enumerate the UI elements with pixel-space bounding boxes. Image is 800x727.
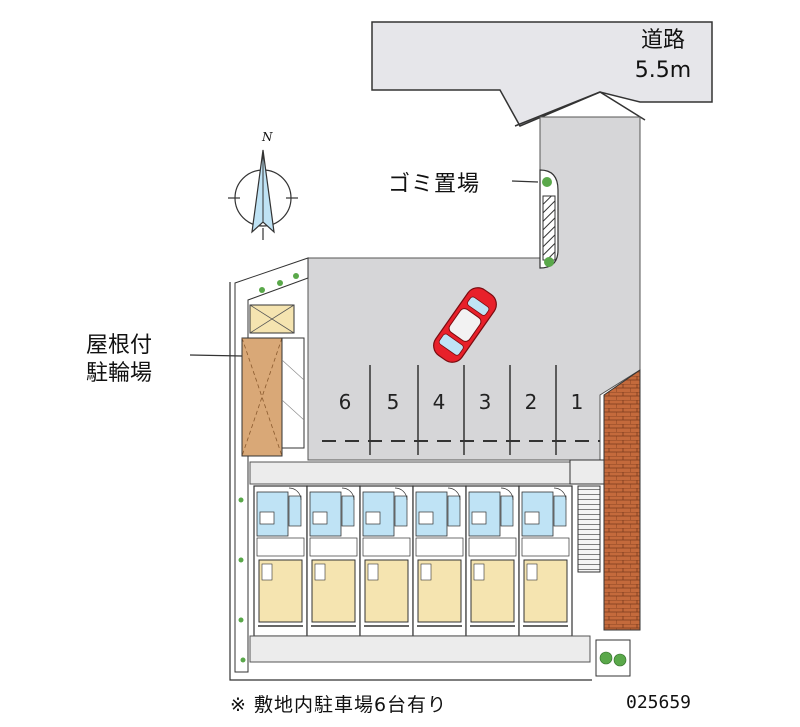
road-name: 道路 [640,28,685,53]
unit-kitchen [288,495,302,527]
bike-parking-label: 屋根付 駐輪場 [86,332,152,388]
bike-parking-shed [241,304,305,457]
property-code: 025659 [626,692,692,713]
road-label: 道路 5.5m [618,26,708,86]
unit-hall [362,537,411,557]
road-width: 5.5m [634,58,692,83]
bike-leader-line [189,354,243,357]
unit-toilet [259,511,275,525]
unit-door-swing [553,487,567,501]
unit-kitchen [553,495,567,527]
unit-door-swing [500,487,514,501]
garbage-station-label: ゴミ置場 [388,172,481,197]
bike-parking-label-line2: 駐輪場 [86,361,153,386]
stair-landing [569,459,605,485]
unit-kitchen [341,495,355,527]
lot-boundary [229,282,592,681]
building-walkway [249,461,603,485]
unit-closet [314,563,326,581]
parking-stall-number: 5 [386,390,400,414]
unit-toilet [365,511,381,525]
garbage-leader-line [511,180,539,183]
unit-door-swing [341,487,355,501]
unit-toilet [312,511,328,525]
unit-door-swing [394,487,408,501]
unit-hall [521,537,570,557]
unit-living-room [364,559,409,623]
garbage-station [539,169,559,269]
greenery-dots [238,273,299,663]
unit-closet [526,563,538,581]
unit-kitchen [500,495,514,527]
bike-parking-label-line1: 屋根付 [86,333,153,358]
parking-stall-number: 2 [524,390,538,414]
parking-stall-number: 1 [570,390,584,414]
compass-north-label: N [262,130,273,144]
parking-stall-number: 6 [338,390,352,414]
staircase [577,485,601,573]
brick-wall [603,369,641,631]
unit-toilet [418,511,434,525]
unit-closet [420,563,432,581]
unit-door-swing [447,487,461,501]
parking-footnote: ※ 敷地内駐車場6台有り [230,694,448,716]
unit-closet [367,563,379,581]
apartment-building [253,485,573,637]
unit-closet [473,563,485,581]
unit-hall [468,537,517,557]
southeast-planter [595,639,631,677]
unit-hall [256,537,305,557]
unit-toilet [524,511,540,525]
west-greenery [234,257,309,673]
lot-boundary-top [514,91,646,127]
compass-icon [228,149,298,240]
car [433,287,497,363]
unit-hall [415,537,464,557]
unit-closet [261,563,273,581]
unit-toilet [471,511,487,525]
unit-door-swing [288,487,302,501]
parking-stall-number: 4 [432,390,446,414]
parking-stall-number: 3 [478,390,492,414]
unit-kitchen [447,495,461,527]
unit-hall [309,537,358,557]
unit-kitchen [394,495,408,527]
south-walkway [249,635,591,663]
